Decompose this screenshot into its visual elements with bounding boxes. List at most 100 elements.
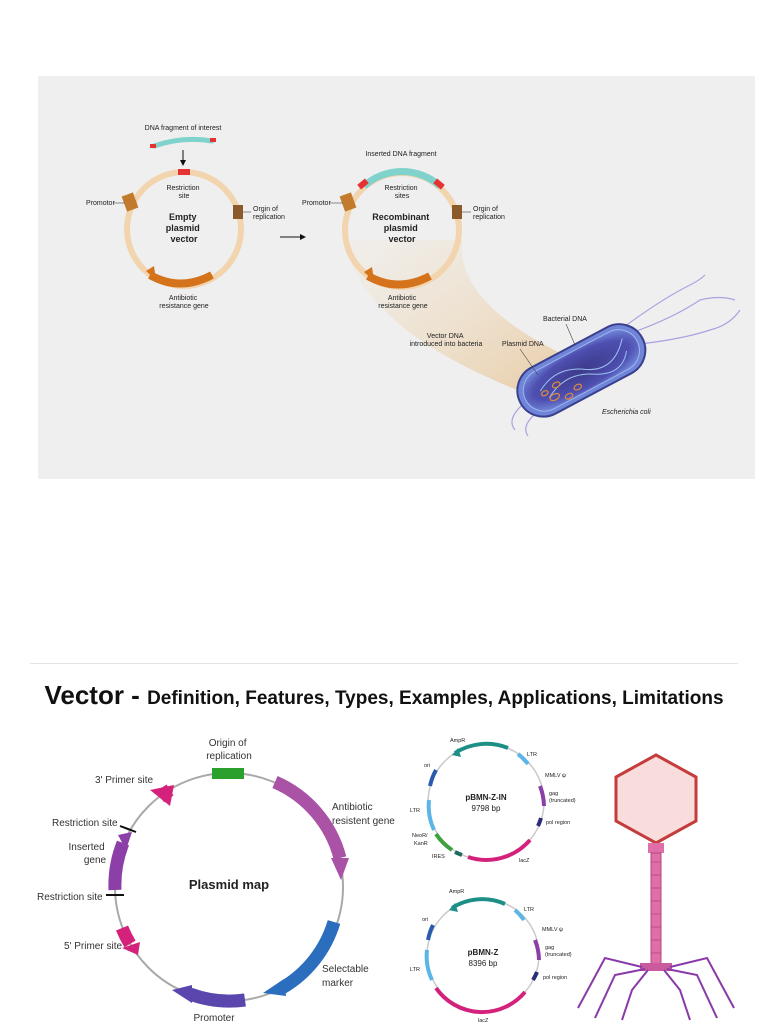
- empty-plasmid-title: Empty plasmid vector: [166, 212, 203, 244]
- pbmn-z-ori-label: ori: [422, 917, 428, 923]
- pbmn-z-in-lacz: [467, 838, 532, 862]
- pbmn-z-in-lacz-label: lacZ: [519, 858, 530, 864]
- pbmn-z-in-ltr-left: [426, 799, 436, 831]
- primer5-label: 5' Primer site: [64, 941, 122, 952]
- recombinant-restriction-site-left: [357, 178, 369, 190]
- pbmn-z-lacz-label: lacZ: [478, 1018, 489, 1024]
- restriction-site-mark-1: [119, 825, 137, 833]
- recombinant-antibiotic-arrow: [364, 267, 374, 281]
- pbmn-z-in-ampr-label: AmpR: [450, 738, 465, 744]
- pbmn-z-in-ori-label: ori: [424, 763, 430, 769]
- inserted-fragment-label: Inserted DNA fragment: [365, 151, 436, 158]
- pbmn-z-in-neor: [434, 832, 454, 852]
- fragment-sticky-end-left: [150, 144, 156, 148]
- pbmn-z-in-ltr-top: [516, 752, 530, 766]
- bacterial-dna-leader: [565, 323, 576, 346]
- pbmn-z-in-name: pBMN-Z-IN: [465, 793, 507, 802]
- insert-arrow-head: [180, 160, 186, 166]
- recombinant-restriction-site-right: [433, 178, 445, 190]
- pbmn-z-in-gag-label: gag (truncated): [549, 791, 576, 804]
- pbmn-z-ltr-left: [424, 949, 434, 981]
- primer3-label: 3' Primer site: [95, 775, 153, 786]
- recombinant-promotor-label: Promotor: [302, 200, 331, 207]
- recombinant-restriction-label: Restriction sites: [384, 185, 419, 200]
- selectable-marker-label: Selectable marker: [322, 964, 371, 989]
- headline-rest: Definition, Features, Types, Examples, A…: [147, 688, 724, 709]
- pbmn-z-in-ires: [454, 850, 463, 857]
- pbmn-z-in-gag: [538, 785, 546, 807]
- pbmn-z-gag: [533, 939, 541, 961]
- recombinant-promotor: [339, 192, 357, 212]
- pbmn-z-mmlv-label: MMLV ψ: [542, 927, 563, 933]
- primer3-site-arrow: [150, 785, 174, 806]
- recombinant-origin: [452, 205, 462, 219]
- pbmn-z-ltr-top: [513, 908, 526, 922]
- pbmn-z-ampr: [450, 897, 506, 910]
- vector-intro-label: Vector DNA introduced into bacteria: [410, 333, 483, 348]
- origin-label: Origin of replication: [206, 738, 252, 762]
- empty-plasmid-antibiotic-arrow: [146, 266, 156, 280]
- pbmn-z-gag-label: gag (truncated): [545, 945, 572, 958]
- empty-restriction-label: Restriction site: [166, 185, 201, 200]
- bacteriophage-illustration: [577, 753, 735, 1021]
- pbmn-z-ampr-arrow: [449, 903, 458, 912]
- pbmn-z-size: 8396 bp: [469, 959, 498, 968]
- plasmid-dna-leader: [519, 348, 539, 376]
- pbmn-z-in-ori: [428, 769, 438, 787]
- pbmn-z-ltr-left-label: LTR: [410, 967, 420, 973]
- recombinant-origin-label: Orgin of replication: [473, 206, 505, 221]
- escherichia-coli-bacterium: [516, 323, 647, 418]
- pbmn-z-in-ampr-arrow: [452, 748, 461, 757]
- fragment-sticky-end-right: [210, 138, 216, 142]
- selectable-marker-arrow: [263, 979, 286, 996]
- pbmn-z-in-mmlv-label: MMLV ψ: [545, 773, 566, 779]
- primer5-site-arrow: [122, 942, 140, 955]
- origin-of-replication-segment: [212, 768, 244, 779]
- promoter-arrow: [172, 985, 192, 1003]
- bacterial-dna-label: Bacterial DNA: [543, 316, 587, 323]
- inserted-gene-arrow: [118, 832, 132, 850]
- empty-promotor-label: Promotor: [86, 200, 115, 207]
- recombinant-plasmid-title: Recombinant plasmid vector: [372, 212, 432, 244]
- empty-plasmid-antibiotic-gene: [148, 271, 214, 288]
- pbmn-z-in-pol-label: pol region: [546, 820, 570, 826]
- primer5-site-segment: [115, 925, 136, 948]
- pbmn-z-lacz: [434, 986, 527, 1015]
- pbmn-z-in-ires-label: IRES: [432, 854, 445, 860]
- pbmn-z-pol-label: pol region: [543, 975, 567, 981]
- antibiotic-resistant-gene-segment: [272, 776, 347, 860]
- selectable-marker-segment: [278, 919, 341, 994]
- pbmn-z-ampr-label: AmpR: [449, 889, 464, 895]
- pbmn-z-in-pol: [536, 817, 543, 827]
- empty-plasmid-restriction-site: [178, 169, 190, 175]
- inserted-dna-segment: [361, 167, 443, 189]
- empty-plasmid-origin: [233, 205, 243, 219]
- process-arrow-head: [300, 234, 306, 240]
- inserted-gene-label: Inserted gene: [69, 842, 108, 866]
- pbmn-z-pol: [531, 971, 539, 982]
- section-divider: [30, 663, 738, 664]
- restriction-site-label-2: Restriction site: [37, 892, 103, 903]
- promoter-label: Promoter: [193, 1013, 235, 1024]
- plasmid-dna-label: Plasmid DNA: [502, 341, 544, 348]
- antibiotic-resistant-gene-arrow: [331, 858, 349, 880]
- restriction-site-label-1: Restriction site: [52, 818, 118, 829]
- dna-fragment: [151, 136, 215, 149]
- pbmn-z-in-ltr-left-label: LTR: [410, 808, 420, 814]
- pbmn-z-name: pBMN-Z: [468, 948, 499, 957]
- dna-fragment-label: DNA fragment of interest: [145, 125, 222, 132]
- headline-main: Vector -: [44, 680, 148, 710]
- pbmn-z-in-neor-label: NeoR/ KanR: [412, 833, 429, 847]
- page-headline: Vector - Definition, Features, Types, Ex…: [0, 680, 768, 711]
- pbmn-z-in-ampr: [453, 741, 509, 755]
- empty-origin-label: Orgin of replication: [253, 206, 285, 221]
- promoter-segment: [187, 987, 246, 1008]
- organism-label: Escherichia coli: [602, 409, 651, 416]
- pbmn-z-ori: [426, 924, 435, 941]
- inserted-gene-segment: [108, 840, 130, 891]
- magnification-cone: [345, 240, 575, 395]
- pbmn-z-in-size: 9798 bp: [472, 804, 501, 813]
- pbmn-z-ltr-top-label: LTR: [524, 907, 534, 913]
- recombinant-antibiotic-label: Antibiotic resistance gene: [378, 295, 428, 310]
